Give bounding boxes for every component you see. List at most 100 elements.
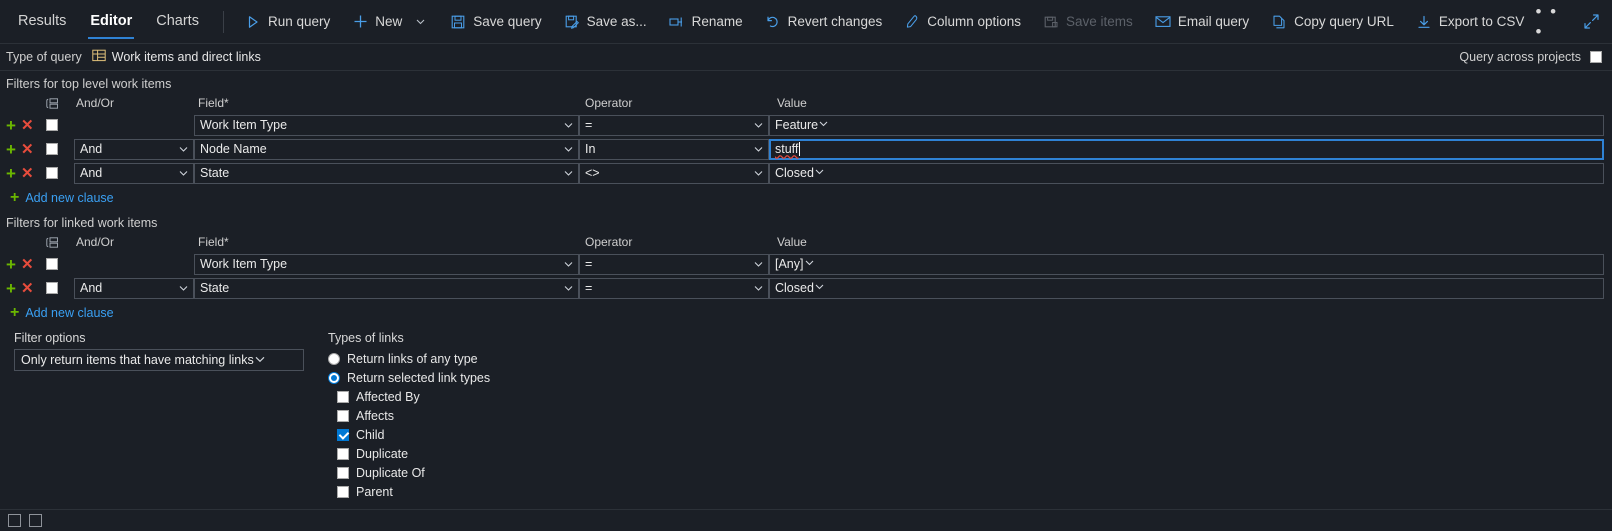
link-type-affected-by[interactable]: Affected By: [328, 387, 490, 406]
radio-icon[interactable]: [328, 352, 340, 365]
save-as-label: Save as...: [586, 14, 647, 29]
checkbox-icon-checked[interactable]: [337, 428, 349, 441]
more-commands-label: • • •: [1535, 1, 1559, 41]
add-clause-row-icon[interactable]: +: [6, 254, 16, 274]
tab-editor[interactable]: Editor: [78, 0, 144, 43]
radio-any-link-type-label: Return links of any type: [347, 351, 478, 366]
filter-options-select[interactable]: Only return items that have matching lin…: [14, 349, 304, 371]
andor-select[interactable]: And: [74, 138, 194, 160]
radio-selected-link-types[interactable]: Return selected link types: [328, 368, 490, 387]
copy-query-url-button[interactable]: Copy query URL: [1260, 0, 1405, 43]
tab-results[interactable]: Results: [6, 0, 78, 43]
save-query-button[interactable]: Save query: [439, 0, 552, 43]
operator-select[interactable]: =: [579, 277, 769, 299]
run-query-button[interactable]: Run query: [234, 0, 341, 43]
email-query-label: Email query: [1177, 14, 1250, 29]
operator-value: =: [585, 118, 593, 132]
checkbox-icon[interactable]: [337, 485, 349, 498]
link-type-child-label: Child: [356, 427, 385, 442]
export-to-csv-label: Export to CSV: [1438, 14, 1525, 29]
delete-clause-row-icon[interactable]: ✕: [20, 279, 34, 297]
operator-select[interactable]: =: [579, 114, 769, 136]
tab-charts[interactable]: Charts: [144, 0, 211, 43]
toolbar-divider: [222, 10, 224, 33]
text-cursor: [799, 142, 801, 156]
save-as-button[interactable]: Save as...: [553, 0, 658, 43]
chevron-down-icon: [818, 118, 829, 132]
chevron-down-icon: [178, 283, 189, 294]
row-select-checkbox[interactable]: [46, 282, 58, 294]
copy-query-url-label: Copy query URL: [1294, 14, 1394, 29]
value-input[interactable]: Closed: [769, 277, 1604, 299]
link-type-affects[interactable]: Affects: [328, 406, 490, 425]
value-input[interactable]: Feature: [769, 114, 1604, 136]
value-input[interactable]: Closed: [769, 162, 1604, 184]
value-input[interactable]: stuff: [769, 138, 1604, 160]
link-type-child[interactable]: Child: [328, 425, 490, 444]
link-type-duplicate-label: Duplicate: [356, 446, 409, 461]
add-clause-row-icon[interactable]: +: [6, 139, 16, 159]
expand-diagonal-icon[interactable]: [1574, 0, 1608, 43]
radio-any-link-type[interactable]: Return links of any type: [328, 349, 490, 368]
row-select-checkbox[interactable]: [46, 119, 58, 131]
export-to-csv-button[interactable]: Export to CSV: [1405, 0, 1536, 43]
add-clause-row-icon[interactable]: +: [6, 115, 16, 135]
delete-clause-row-icon[interactable]: ✕: [20, 116, 34, 134]
tab-editor-label: Editor: [90, 13, 133, 29]
row-select-checkbox[interactable]: [46, 258, 58, 270]
row-select-checkbox[interactable]: [46, 167, 58, 179]
andor-select[interactable]: And: [74, 162, 194, 184]
add-clause-row-icon[interactable]: +: [6, 278, 16, 298]
link-type-duplicate[interactable]: Duplicate: [328, 444, 490, 463]
delete-clause-row-icon[interactable]: ✕: [20, 255, 34, 273]
row-select-checkbox[interactable]: [46, 143, 58, 155]
andor-value: And: [80, 281, 103, 295]
query-across-projects[interactable]: Query across projects: [1459, 50, 1602, 64]
delete-clause-row-icon[interactable]: ✕: [20, 140, 34, 158]
checkbox-icon[interactable]: [337, 447, 349, 460]
value-text: Closed: [775, 281, 814, 295]
add-new-clause-linked[interactable]: + Add new clause: [0, 300, 114, 325]
radio-selected-link-types-label: Return selected link types: [347, 370, 491, 385]
revert-changes-button[interactable]: Revert changes: [754, 0, 894, 43]
checkbox-icon[interactable]: [337, 409, 349, 422]
operator-select[interactable]: In: [579, 138, 769, 160]
operator-select[interactable]: =: [579, 253, 769, 275]
group-icon: [46, 97, 74, 110]
run-query-label: Run query: [267, 14, 331, 29]
andor-value: And: [80, 142, 103, 156]
operator-select[interactable]: <>: [579, 162, 769, 184]
column-options-button[interactable]: Column options: [893, 0, 1032, 43]
field-select[interactable]: Work Item Type: [194, 253, 579, 275]
status-icon-1[interactable]: [8, 514, 21, 527]
link-type-duplicate-of-label: Duplicate Of: [356, 465, 425, 480]
tab-charts-label: Charts: [156, 13, 199, 29]
chevron-down-icon: [753, 259, 764, 270]
checkbox-icon[interactable]: [337, 466, 349, 479]
rename-button[interactable]: Rename: [658, 0, 754, 43]
checkbox-icon[interactable]: [337, 390, 349, 403]
link-type-parent[interactable]: Parent: [328, 482, 490, 501]
field-select[interactable]: State: [194, 162, 579, 184]
link-type-duplicate-of[interactable]: Duplicate Of: [328, 463, 490, 482]
field-select[interactable]: Work Item Type: [194, 114, 579, 136]
radio-icon-selected[interactable]: [328, 371, 340, 384]
andor-select[interactable]: And: [74, 277, 194, 299]
query-across-projects-checkbox[interactable]: [1590, 51, 1602, 63]
work-items-links-icon: [92, 49, 106, 65]
value-input[interactable]: [Any]: [769, 253, 1604, 275]
more-commands-button[interactable]: • • •: [1535, 0, 1569, 43]
field-select[interactable]: State: [194, 277, 579, 299]
chevron-down-icon: [254, 353, 266, 368]
query-type-label: Type of query: [6, 50, 82, 64]
add-new-clause-top-level[interactable]: + Add new clause: [0, 185, 114, 210]
email-query-button[interactable]: Email query: [1144, 0, 1260, 43]
download-icon: [1416, 14, 1432, 30]
new-button[interactable]: New: [341, 0, 439, 43]
add-clause-row-icon[interactable]: +: [6, 163, 16, 183]
value-text: Closed: [775, 166, 814, 180]
delete-clause-row-icon[interactable]: ✕: [20, 164, 34, 182]
query-type-value[interactable]: Work items and direct links: [92, 49, 261, 65]
status-icon-2[interactable]: [29, 514, 42, 527]
field-select[interactable]: Node Name: [194, 138, 579, 160]
